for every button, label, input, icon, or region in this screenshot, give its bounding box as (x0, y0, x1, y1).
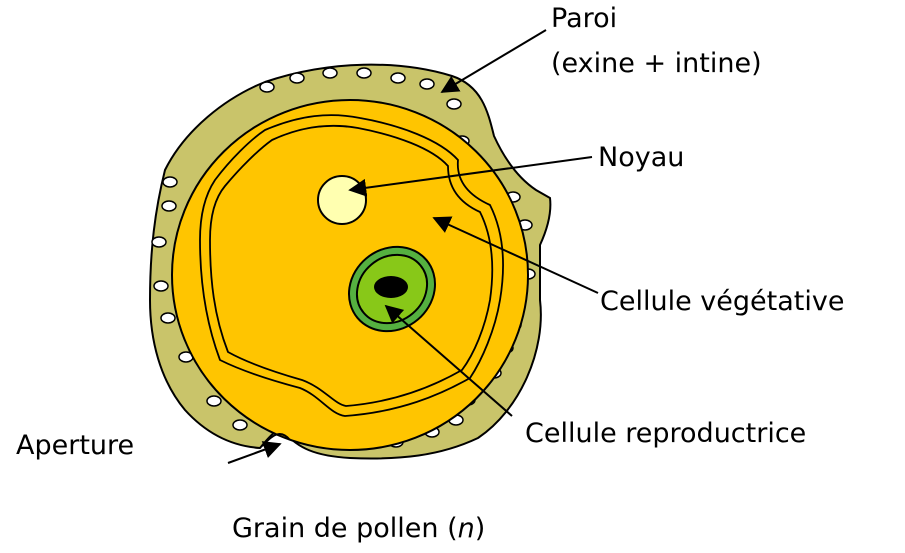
wall-pore (290, 73, 304, 83)
wall-pore (163, 177, 177, 187)
wall-pore (447, 99, 461, 109)
wall-pore (162, 201, 176, 211)
caption-prefix: Grain de pollen ( (232, 513, 458, 544)
vegetative-cell (172, 100, 528, 450)
wall-pore (391, 73, 405, 83)
wall-pore (152, 237, 166, 247)
wall-pore (233, 420, 247, 430)
wall-pore (207, 396, 221, 406)
wall-pore (420, 79, 434, 89)
wall-pore (161, 313, 175, 323)
caption-italic: n (458, 513, 475, 544)
label-aperture: Aperture (16, 430, 134, 461)
wall-pore (154, 281, 168, 291)
paroi-arrow (442, 30, 546, 92)
label-reproductrice: Cellule reproductrice (525, 418, 806, 449)
wall-pore (260, 82, 274, 92)
caption-suffix: ) (475, 513, 486, 544)
label-paroi: Paroi (551, 3, 617, 34)
label-noyau: Noyau (598, 142, 684, 173)
label-vegetative: Cellule végétative (600, 286, 844, 317)
generative-nucleus (374, 276, 408, 298)
wall-pore (357, 68, 371, 78)
vegetative-nucleus (318, 176, 366, 224)
label-paroi-detail: (exine + intine) (551, 48, 762, 79)
wall-pore (323, 68, 337, 78)
diagram-caption: Grain de pollen (n) (232, 513, 485, 544)
